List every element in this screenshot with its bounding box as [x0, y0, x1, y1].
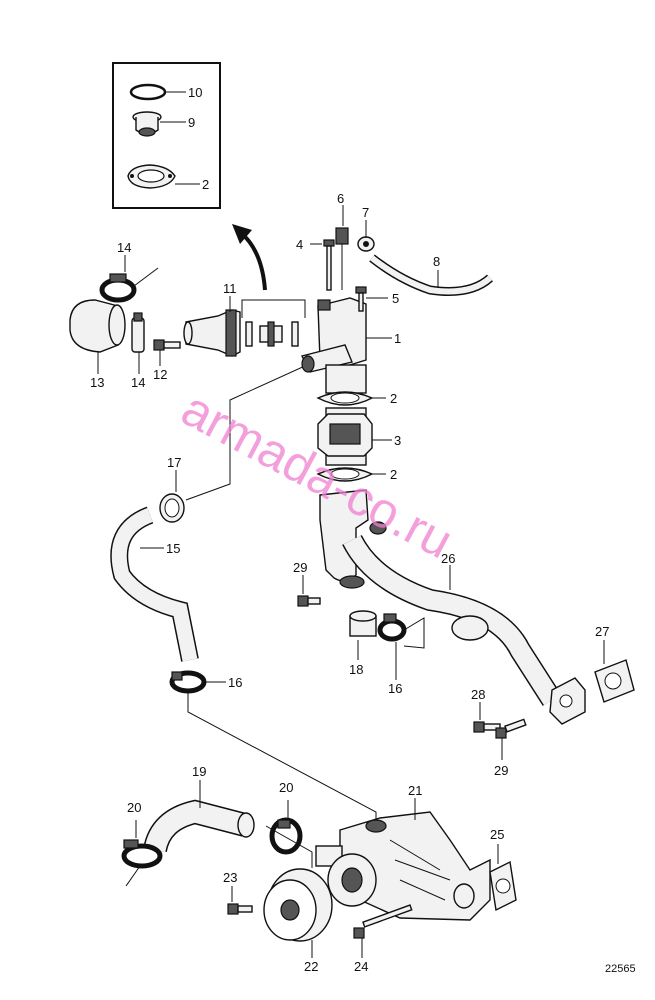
- bolt-12: [153, 339, 181, 351]
- water-pump-21: [315, 811, 491, 921]
- callout-14-lower: 14: [131, 375, 145, 390]
- thermostat-assembly: [245, 321, 299, 347]
- callout-20: 20: [127, 800, 141, 815]
- bolt-28: [473, 721, 501, 733]
- watermark: armada-co.ru: [173, 380, 462, 569]
- callout-20-right: 20: [279, 780, 293, 795]
- callout-2-lower: 2: [390, 467, 397, 482]
- callout-10: 10: [188, 85, 202, 100]
- pulley-22: [263, 868, 333, 942]
- gasket-25: [489, 860, 517, 912]
- callout-29: 29: [293, 560, 307, 575]
- callout-21: 21: [408, 783, 422, 798]
- callout-17: 17: [167, 455, 181, 470]
- thermostat-9: [132, 111, 162, 137]
- callout-26: 26: [441, 551, 455, 566]
- callout-5: 5: [392, 291, 399, 306]
- callout-12: 12: [153, 367, 167, 382]
- callout-14: 14: [117, 240, 131, 255]
- callout-1: 1: [394, 331, 401, 346]
- callout-27: 27: [595, 624, 609, 639]
- sleeve-17: [159, 493, 185, 523]
- gasket-2-lower: [316, 467, 374, 482]
- callout-11: 11: [223, 281, 237, 296]
- callout-28: 28: [471, 687, 485, 702]
- callout-22: 22: [304, 959, 318, 974]
- callout-2-upper: 2: [390, 391, 397, 406]
- clamp-16-right: [377, 613, 407, 642]
- thermostat-inset: [112, 62, 221, 209]
- sleeve-18: [349, 610, 377, 637]
- flange-27: [549, 677, 586, 725]
- nipple-7: [357, 236, 375, 252]
- bolt-29-top: [297, 595, 321, 607]
- hose-clamp-14-bottom: [131, 312, 145, 353]
- bolt-24: [353, 904, 413, 939]
- callout-2: 2: [202, 177, 209, 192]
- housing-3: [317, 413, 373, 457]
- callout-15: 15: [166, 541, 180, 556]
- callout-29-lower: 29: [494, 763, 508, 778]
- callout-25: 25: [490, 827, 504, 842]
- gasket-2-upper: [316, 391, 374, 406]
- nut-on-manifold: [317, 299, 331, 311]
- gasket-27: [594, 659, 635, 703]
- callout-7: 7: [362, 205, 369, 220]
- hose-clamp-14-top: [99, 273, 137, 303]
- callout-labels: 10 9 2 6 7 4 8 14 11 5 1 13 14 12 2 3 17…: [90, 85, 609, 974]
- bolt-4: [323, 239, 335, 291]
- callout-3: 3: [394, 433, 401, 448]
- callout-4: 4: [296, 237, 303, 252]
- callout-24: 24: [354, 959, 368, 974]
- callout-13: 13: [90, 375, 104, 390]
- arrow-head-icon: [232, 224, 252, 244]
- callout-18: 18: [349, 662, 363, 677]
- bolt-5: [355, 286, 367, 312]
- callout-16-right: 16: [388, 681, 402, 696]
- callout-8: 8: [433, 254, 440, 269]
- gasket-2-inset: [127, 164, 176, 189]
- reference-number: 22565: [605, 963, 636, 975]
- callout-16: 16: [228, 675, 242, 690]
- callout-9: 9: [188, 115, 195, 130]
- clamp-16-left: [169, 670, 207, 694]
- thermostat-housing-11: [183, 309, 241, 357]
- clamp-20-left: [121, 839, 163, 869]
- callout-23: 23: [223, 870, 237, 885]
- bolt-23: [227, 903, 253, 915]
- curved-arrow-icon: [238, 230, 267, 291]
- callout-19: 19: [192, 764, 206, 779]
- clamp-20-right: [269, 817, 303, 855]
- hose-13: [69, 299, 126, 353]
- callout-6: 6: [337, 191, 344, 206]
- bolt-29-bottom: [495, 718, 527, 739]
- sensor-6: [335, 227, 349, 290]
